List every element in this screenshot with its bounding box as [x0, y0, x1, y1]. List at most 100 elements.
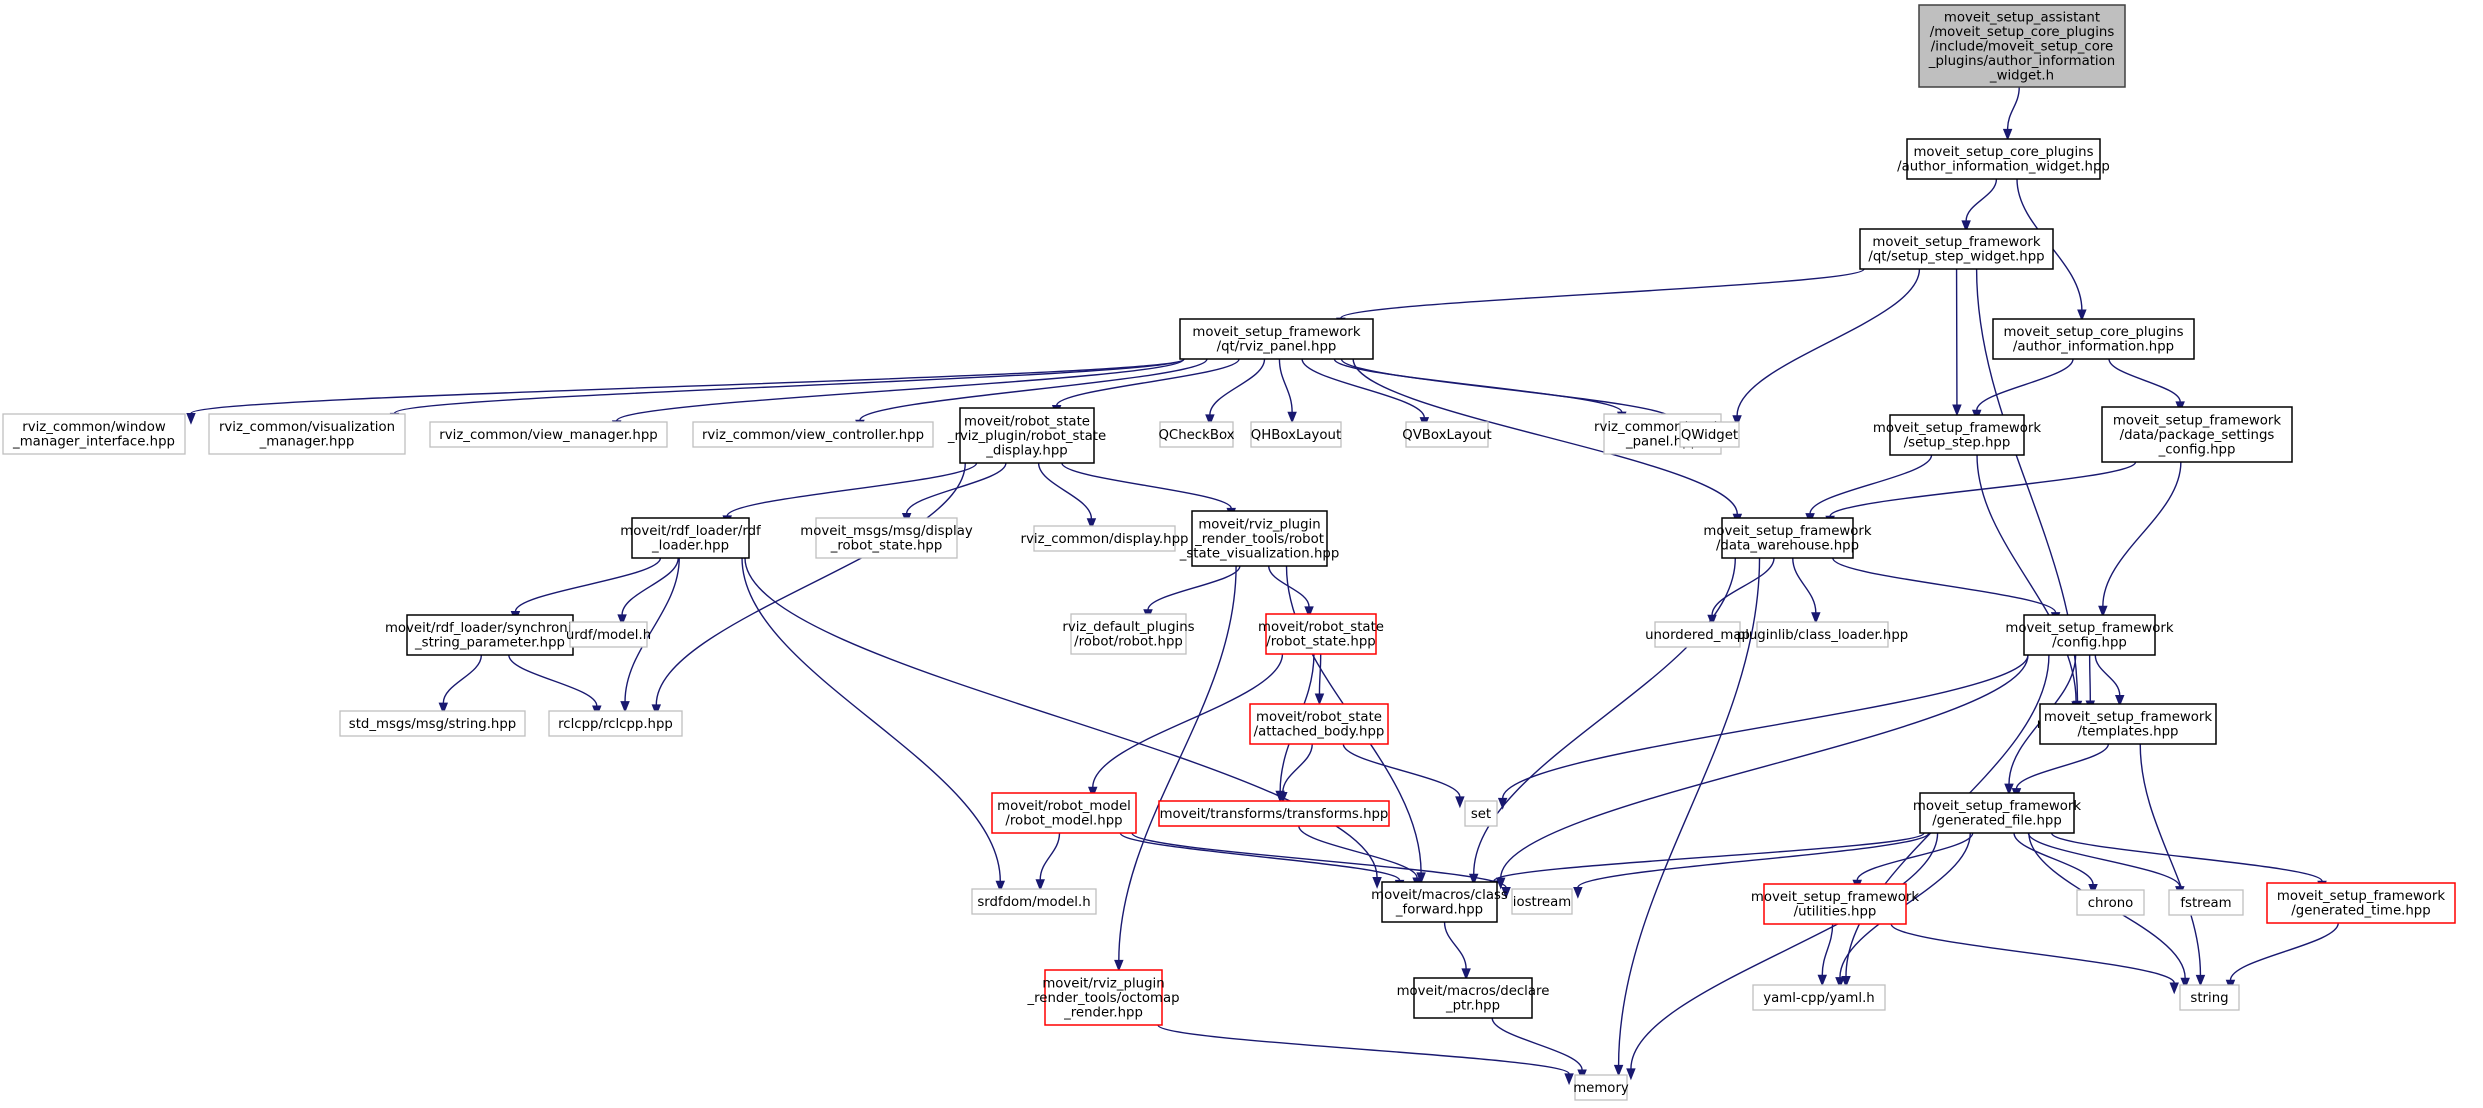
node-mem: memory — [1573, 1074, 1629, 1101]
arrowhead-icon — [1835, 977, 1845, 989]
node-rs[interactable]: moveit/robot_state/robot_state.hpp — [1258, 613, 1384, 655]
node-box — [1859, 228, 2054, 270]
edge-line — [2006, 86, 2020, 130]
node-dp[interactable]: moveit/macros/declare_ptr.hpp — [1397, 977, 1550, 1019]
node-box — [1070, 613, 1187, 655]
node-box — [1249, 703, 1389, 745]
node-rvp[interactable]: moveit_setup_framework/qt/rviz_panel.hpp — [1179, 318, 1374, 360]
edge-line — [2139, 743, 2202, 976]
arrowhead-icon — [995, 880, 1006, 893]
edge-line — [1301, 358, 1426, 418]
edge-line — [1278, 358, 1293, 413]
node-label-line: moveit_setup_framework — [2005, 621, 2173, 636]
node-ss[interactable]: moveit_setup_framework/setup_step.hpp — [1873, 414, 2041, 456]
node-ssp[interactable]: moveit/rdf_loader/synchronized_string_pa… — [385, 614, 595, 656]
node-label-line: _rviz_plugin/robot_state — [947, 429, 1106, 444]
node-label-line: QCheckBox — [1158, 428, 1234, 443]
node-box — [1158, 800, 1390, 827]
edge-rm-to-srdf — [1035, 832, 1061, 892]
node-box — [1918, 4, 2126, 88]
node-box — [1159, 421, 1234, 448]
node-aiw[interactable]: moveit_setup_core_plugins/author_informa… — [1897, 138, 2110, 180]
node-tf[interactable]: moveit/transforms/transforms.hpp — [1158, 800, 1390, 827]
node-rsd[interactable]: moveit/robot_state_rviz_plugin/robot_sta… — [947, 407, 1106, 464]
arrowhead-icon — [1841, 976, 1851, 988]
node-wmi: rviz_common/window_manager_interface.hpp — [2, 413, 186, 455]
node-box — [631, 517, 750, 559]
edge-line — [615, 358, 1185, 422]
node-psc[interactable]: moveit_setup_framework/data/package_sett… — [2101, 406, 2293, 463]
node-gf[interactable]: moveit_setup_framework/generated_file.hp… — [1913, 792, 2081, 834]
node-box — [1381, 881, 1498, 923]
edge-tpl-to-gf — [2011, 743, 2110, 800]
node-rsv[interactable]: moveit/rviz_plugin_render_tools/robot_st… — [1179, 510, 1340, 567]
node-label-line: rclcpp/rclcpp.hpp — [558, 717, 673, 732]
edge-ssp-to-sstr — [438, 654, 483, 715]
edge-line — [1832, 557, 2057, 613]
edge-ai-to-psc — [2108, 358, 2185, 414]
edge-line — [1473, 557, 1736, 875]
node-tpl[interactable]: moveit_setup_framework/templates.hpp — [2039, 703, 2217, 745]
node-label-line: moveit_setup_framework — [1913, 799, 2081, 814]
edge-line — [1298, 825, 1418, 879]
edge-line — [741, 557, 1001, 882]
node-rdf[interactable]: moveit/rdf_loader/rdf_loader.hpp — [620, 517, 761, 559]
node-box — [1413, 977, 1533, 1019]
arrowhead-icon — [2169, 982, 2179, 995]
arrowhead-icon — [2077, 309, 2087, 322]
arrowhead-icon — [1372, 876, 1382, 889]
arrowhead-icon — [1495, 877, 1506, 890]
node-dw[interactable]: moveit_setup_framework/data_warehouse.hp… — [1703, 517, 1872, 559]
arrowhead-icon — [1035, 879, 1045, 892]
node-label-line: moveit/macros/class — [1371, 888, 1508, 903]
node-label-line: /author_information.hpp — [2013, 340, 2174, 355]
edge-line — [393, 358, 1185, 414]
arrowhead-icon — [1314, 693, 1325, 706]
node-sstr: std_msgs/msg/string.hpp — [339, 710, 526, 737]
arrowhead-icon — [620, 701, 630, 713]
arrowhead-icon — [1811, 612, 1821, 625]
edge-line — [1092, 653, 1284, 788]
edge-line — [1119, 832, 1401, 881]
node-label-line: QVBoxLayout — [1402, 428, 1491, 443]
node-ab[interactable]: moveit/robot_state/attached_body.hpp — [1249, 703, 1389, 745]
node-cfg[interactable]: moveit_setup_framework/config.hpp — [2005, 614, 2174, 656]
node-util[interactable]: moveit_setup_framework/utilities.hpp — [1751, 883, 1919, 925]
node-label-line: /generated_time.hpp — [2291, 904, 2430, 919]
edge-line — [1792, 557, 1817, 613]
edge-gf-to-fst — [2027, 832, 2185, 899]
edge-line — [1118, 565, 1237, 961]
node-box — [548, 710, 683, 737]
node-box — [2101, 406, 2293, 463]
node-om[interactable]: moveit/rviz_plugin_render_tools/octomap_… — [1026, 969, 1180, 1026]
arrowhead-icon — [1501, 887, 1511, 899]
node-ssw[interactable]: moveit_setup_framework/qt/setup_step_wid… — [1859, 228, 2054, 270]
edge-dw-to-cfg — [1832, 557, 2061, 624]
node-label-line: rviz_common/view_controller.hpp — [702, 428, 924, 443]
edge-dw-to-um — [1707, 557, 1775, 627]
edge-line — [1491, 1017, 1583, 1071]
arrowhead-icon — [2180, 977, 2190, 990]
node-label-line: _forward.hpp — [1395, 903, 1483, 918]
node-rm[interactable]: moveit/robot_model/robot_model.hpp — [991, 792, 1137, 834]
node-label-line: moveit/rviz_plugin — [1198, 517, 1320, 532]
node-ai[interactable]: moveit_setup_core_plugins/author_informa… — [1992, 318, 2195, 360]
edge-ai-to-ss — [1972, 358, 2074, 422]
node-gt[interactable]: moveit_setup_framework/generated_time.hp… — [2266, 882, 2456, 924]
edge-line — [1318, 653, 1322, 695]
arrowhead-icon — [1952, 404, 1962, 417]
node-yaml: yaml-cpp/yaml.h — [1752, 984, 1886, 1011]
node-label-line: moveit/macros/declare — [1397, 984, 1550, 999]
arrowhead-icon — [2098, 605, 2108, 618]
edge-line — [1340, 358, 1675, 421]
node-cf[interactable]: moveit/macros/class_forward.hpp — [1371, 881, 1508, 923]
node-label-line: moveit/rdf_loader/rdf — [620, 524, 761, 539]
edge-line — [442, 654, 483, 704]
node-srdf: srdfdom/model.h — [971, 888, 1097, 915]
edge-line — [2102, 461, 2182, 607]
edge-line — [1340, 268, 1865, 319]
edge-ab-to-set — [1342, 743, 1465, 809]
node-box — [1721, 517, 1854, 559]
edge-dw-to-mem — [1613, 557, 1761, 1077]
edge-line — [1501, 654, 2029, 799]
